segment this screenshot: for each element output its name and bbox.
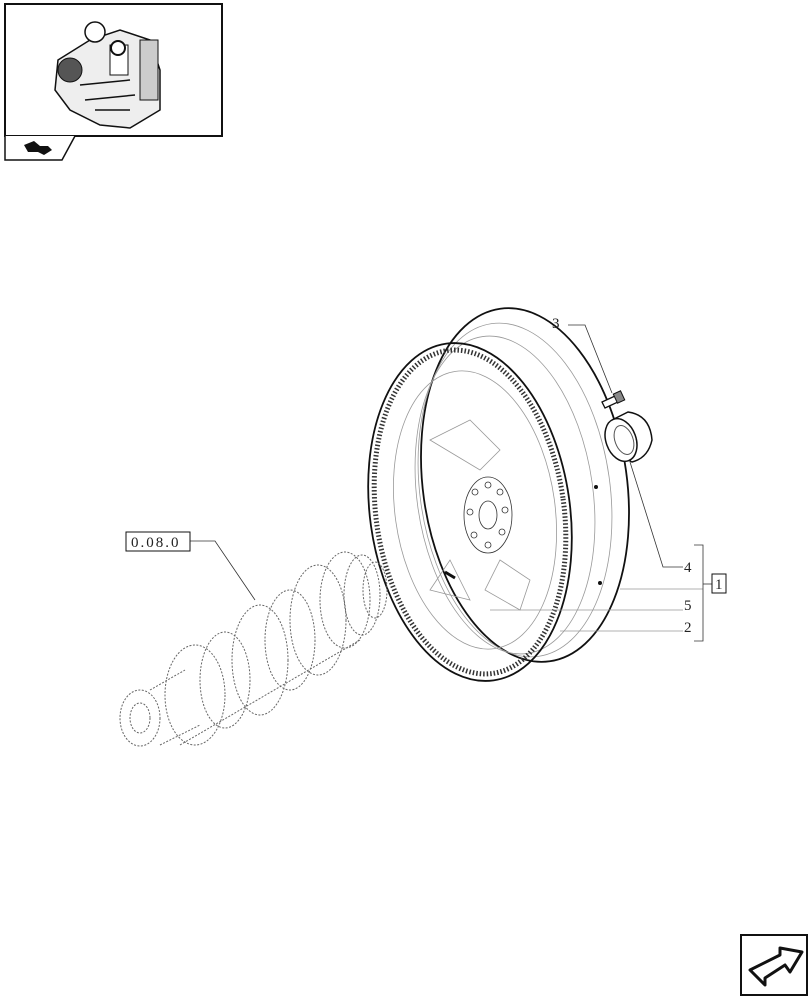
crankshaft-ref-label[interactable]: 0.08.0 [131, 535, 181, 551]
crankshaft-ref-box [125, 531, 191, 552]
callout-3[interactable]: 3 [552, 316, 560, 332]
next-page-button[interactable] [740, 934, 808, 996]
flywheel [367, 307, 630, 682]
bolt [601, 390, 626, 409]
ring-gear [367, 342, 573, 682]
bushing [604, 411, 653, 463]
crankshaft [119, 551, 388, 747]
engine-thumbnail-panel[interactable] [4, 3, 223, 161]
callout-1[interactable]: 1 [715, 577, 723, 593]
leader-lines [190, 324, 713, 642]
callout-5[interactable]: 5 [684, 598, 692, 614]
callout-2[interactable]: 2 [684, 620, 692, 636]
next-page-arrow-icon [748, 946, 804, 987]
back-arrow-icon[interactable] [24, 141, 52, 155]
callout-4[interactable]: 4 [684, 560, 692, 576]
engine-thumbnail-icon [54, 21, 161, 129]
callout-1-box [711, 573, 727, 594]
